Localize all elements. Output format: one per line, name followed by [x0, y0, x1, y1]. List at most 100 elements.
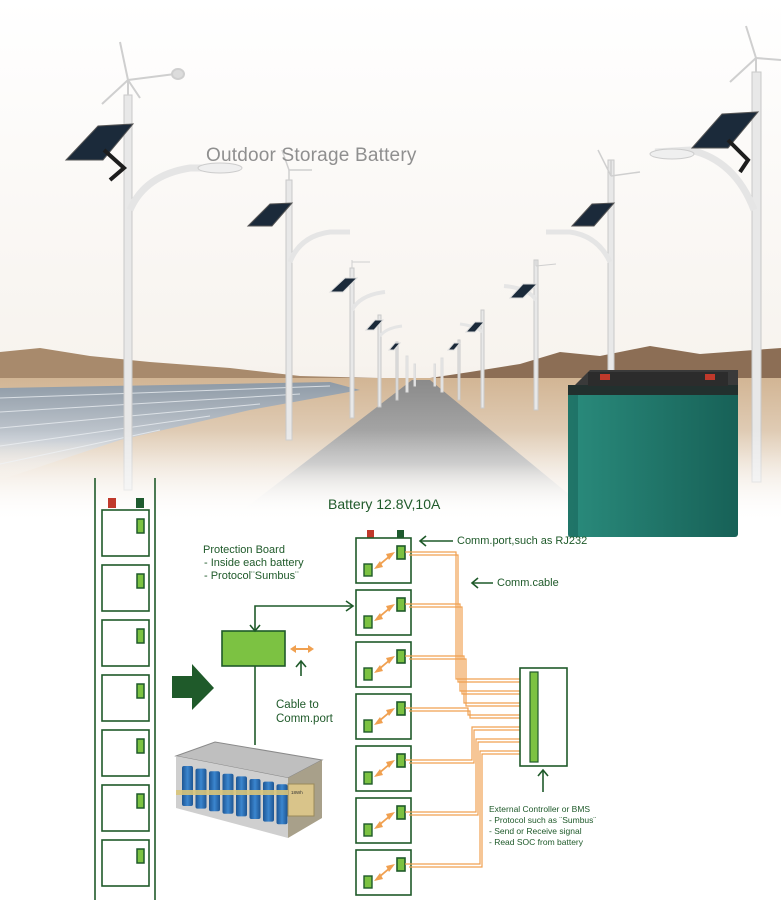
- module-comm-port: [396, 649, 406, 664]
- right-terminal-pos: [367, 530, 374, 539]
- module-signal-arrow: [374, 760, 395, 777]
- left-hills: [0, 348, 400, 380]
- protection-board: [221, 630, 286, 667]
- street-lamp-icon: [503, 259, 557, 411]
- battery-product: [568, 370, 738, 537]
- left-module-board: [136, 793, 145, 809]
- comm-cables: [405, 551, 530, 868]
- street-lamp-icon: [459, 309, 486, 409]
- comm-port-label: Comm.port,such as RJ232: [457, 535, 588, 547]
- module-cell-board: [363, 667, 373, 681]
- module-cell-board: [363, 719, 373, 733]
- left-module: [101, 784, 150, 832]
- controller-heading: External Controller or BMS: [489, 804, 591, 814]
- protection-board-links: [249, 600, 355, 745]
- left-module-board: [136, 683, 145, 699]
- cable-label-line: Cable to: [276, 699, 319, 711]
- protection-board-label: Protection Board - Inside each battery -…: [203, 544, 304, 583]
- comm-cable: [405, 738, 530, 813]
- controller-line: - Read SOC from battery: [489, 837, 584, 847]
- module-cell-board: [363, 563, 373, 577]
- pack-sticker-label: 18Wh: [291, 790, 303, 795]
- module-comm-port: [396, 857, 406, 872]
- comm-cable-pointer: [470, 577, 493, 589]
- right-terminal-neg: [397, 530, 404, 539]
- wind-turbine-icon: [729, 25, 781, 83]
- right-battery-stack: [355, 537, 412, 896]
- comm-cable: [409, 710, 530, 719]
- street-lamp-icon: [446, 339, 462, 401]
- module-signal-arrow: [374, 604, 395, 621]
- module-comm-port: [396, 805, 406, 820]
- solar-panel-icon: [690, 111, 760, 174]
- comm-cable: [405, 726, 530, 761]
- left-module-board: [136, 573, 145, 589]
- battery-title: Battery 12.8V,10A: [328, 496, 441, 512]
- module-cell-board: [363, 823, 373, 837]
- controller-pointer: [537, 768, 549, 792]
- street-lamp-icon: [405, 355, 444, 393]
- external-controller: [519, 667, 568, 767]
- left-module-stack: [101, 509, 150, 887]
- controller-line: - Protocol such as ¨Sumbus¨: [489, 815, 597, 825]
- module-cell-board: [363, 771, 373, 785]
- left-terminal-pos: [108, 498, 116, 508]
- battery-cell: [195, 768, 207, 809]
- comm-cable: [405, 551, 530, 680]
- comm-cable: [409, 753, 530, 868]
- comm-port-pointer: [418, 535, 453, 547]
- comm-cable: [409, 658, 530, 707]
- cable-label-line: Comm.port: [276, 713, 333, 725]
- left-module-board: [136, 738, 145, 754]
- page-title: Outdoor Storage Battery: [206, 145, 417, 166]
- diagram-lines: [94, 478, 156, 900]
- big-arrow-stripes: [175, 676, 181, 698]
- battery-cell: [236, 776, 247, 817]
- comm-cable: [409, 606, 530, 695]
- comm-cable: [405, 655, 530, 704]
- module-signal-arrow: [374, 552, 395, 569]
- street-lamp-icon: [364, 314, 403, 408]
- left-module-board: [136, 518, 145, 534]
- battery-cell: [249, 779, 261, 819]
- solar-panel-icon: [64, 123, 135, 182]
- controller-bus-strip: [529, 671, 539, 763]
- street-lamps: [64, 25, 781, 491]
- street-lamp-icon: [546, 149, 641, 461]
- module-signal-arrow: [374, 812, 395, 829]
- comm-cable: [405, 603, 530, 692]
- module-comm-port: [396, 545, 406, 560]
- left-module-board: [136, 628, 145, 644]
- protection-board-line: - Protocol¨Sumbus¨: [204, 570, 299, 582]
- comm-cable-label: Comm.cable: [497, 577, 559, 589]
- comm-cable: [409, 729, 530, 764]
- protection-board-heading: Protection Board: [203, 544, 285, 556]
- battery-pack-image: 18Wh: [174, 741, 324, 838]
- left-terminal-neg: [136, 498, 144, 508]
- wind-turbine-icon: [101, 41, 185, 105]
- left-module-board: [136, 848, 145, 864]
- module-comm-port: [396, 753, 406, 768]
- big-arrow-icon: [172, 664, 214, 710]
- battery-cells: [182, 766, 288, 825]
- module-comm-port: [396, 597, 406, 612]
- battery-cell: [182, 766, 193, 806]
- controller-line: - Send or Receive signal: [489, 826, 582, 836]
- module-signal-arrow: [374, 708, 395, 725]
- comm-cable: [405, 750, 530, 865]
- module-cell-board: [363, 615, 373, 629]
- cable-label: Cable to Comm.port: [276, 698, 333, 726]
- module-cell-board: [363, 875, 373, 889]
- street-lamp-icon: [387, 341, 402, 401]
- comm-cable: [409, 741, 530, 816]
- street-lamp-icon: [328, 260, 386, 419]
- module-signal-arrow: [374, 656, 395, 673]
- module-signal-arrow: [374, 864, 395, 881]
- battery-cell: [263, 781, 274, 822]
- module-comm-port: [396, 701, 406, 716]
- comm-cable: [409, 554, 530, 683]
- protection-board-line: - Inside each battery: [204, 557, 304, 569]
- controller-label: External Controller or BMS - Protocol su…: [489, 804, 596, 848]
